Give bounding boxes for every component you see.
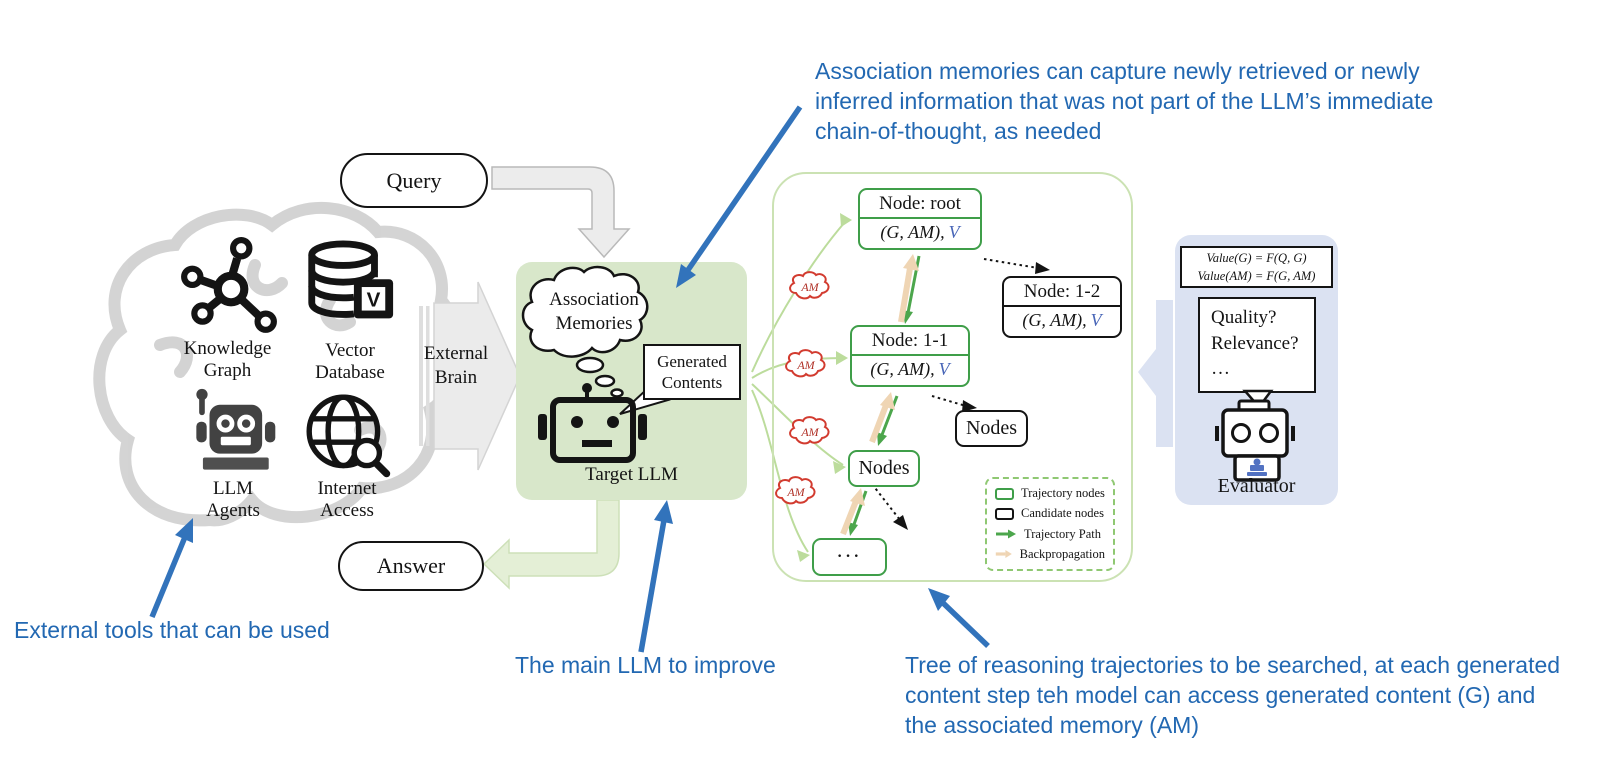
am-cloud-label: AM (786, 485, 805, 499)
reasoning-tree-container (772, 172, 1133, 582)
evaluator-robot-icon (1215, 399, 1295, 482)
evaluator-robot-art (1215, 389, 1295, 482)
external-brain-label: External Brain (423, 343, 489, 388)
am-cloud-label: AM (800, 280, 819, 294)
evaluator-panel: Value(G) = F(Q, G) Value(AM) = F(G, AM) … (1175, 235, 1338, 505)
evaluator-feedback-arrow (1138, 300, 1173, 447)
vector-database-icon: V (300, 240, 398, 338)
tree-node-candidate: Nodes (955, 410, 1028, 447)
vector-badge-letter: V (367, 289, 381, 312)
backpropagation-arrowheads (850, 254, 919, 506)
tree-node-1-1: Node: 1-1 (G, AM),V (850, 325, 970, 387)
knowledge-graph-label: Knowledge Graph (183, 338, 272, 381)
candidate-node-swatch (995, 507, 1014, 520)
tree-node-more: ··· (812, 538, 887, 576)
tree-legend: Trajectory nodes Candidate nodes Traject… (985, 477, 1115, 571)
value-formula-box: Value(G) = F(Q, G) Value(AM) = F(G, AM) (1180, 246, 1333, 288)
node-1-2-value: (G, AM),V (1022, 310, 1102, 330)
bubble-quality: Quality? (1211, 307, 1277, 328)
legend-candidate-nodes: Candidate nodes (995, 506, 1105, 521)
answer-node: Answer (338, 541, 484, 591)
legend-label: Trajectory Path (1024, 526, 1101, 541)
node-root-title: Node: root (860, 190, 980, 219)
evaluator-caption: Evaluator (1217, 475, 1296, 497)
generated-contents-label: Generated Contents (657, 351, 727, 392)
target-llm-robot-icon (538, 383, 647, 463)
am-memory-clouds: AM AM AM AM (775, 271, 830, 505)
knowledge-graph-icon (178, 236, 280, 338)
answer-label: Answer (376, 553, 446, 578)
legend-label: Candidate nodes (1021, 506, 1104, 521)
thought-cloud-icon (521, 265, 649, 358)
query-label: Query (386, 167, 442, 193)
value-formula-g: Value(G) = F(Q, G) (1206, 250, 1307, 265)
legend-trajectory-nodes: Trajectory nodes (995, 486, 1105, 501)
candidate-dotted-arrows (871, 258, 1039, 521)
bubble-pointer (1242, 389, 1274, 409)
target-llm-box: Association Memories Generated Contents … (516, 262, 747, 500)
am-cloud-label: AM (800, 425, 819, 439)
annotation-tree-of-reasoning: Tree of reasoning trajectories to be sea… (905, 652, 1561, 738)
legend-label: Backpropagation (1019, 546, 1105, 561)
vector-database-label: Vector Database (315, 340, 385, 383)
generated-contents-box: Generated Contents (643, 344, 741, 400)
am-cloud-label: AM (796, 358, 815, 372)
trajectory-node-swatch (995, 487, 1014, 500)
legend-backpropagation: Backpropagation (995, 547, 1105, 562)
external-brain-arrow (419, 281, 521, 471)
query-node: Query (340, 153, 488, 208)
query-flow-arrow (491, 166, 631, 259)
legend-label: Trajectory nodes (1021, 486, 1105, 500)
stamp-icon (1247, 458, 1267, 476)
thought-trail-bubbles (575, 356, 624, 398)
annotation-association-memories: Association memories can capture newly r… (815, 58, 1434, 144)
association-memories-label: Association Memories (549, 289, 639, 334)
backpropagation-swatch (995, 550, 1012, 559)
node-1-2-title: Node: 1-2 (1004, 278, 1120, 307)
node-1-1-value: (G, AM),V (870, 359, 950, 379)
llm-agents-robot-icon (186, 386, 280, 480)
answer-flow-arrow (482, 499, 620, 590)
legend-trajectory-path: Trajectory Path (995, 527, 1105, 542)
node-1-1-title: Node: 1-1 (852, 327, 968, 356)
llm-agents-label: LLM Agents (206, 478, 260, 521)
trajectory-path-swatch (996, 529, 1016, 539)
value-formula-am: Value(AM) = F(G, AM) (1197, 269, 1316, 283)
annotation-external-tools: External tools that can be used (14, 617, 330, 643)
internet-access-icon (302, 390, 392, 480)
tree-node-1-2: Node: 1-2 (G, AM),V (1002, 276, 1122, 338)
candidate-arrowheads (893, 262, 1050, 530)
node-root-value: (G, AM),V (880, 222, 960, 242)
bubble-ellipsis: … (1211, 358, 1230, 380)
tree-node-trajectory: Nodes (848, 450, 920, 487)
target-llm-caption: Target LLM (585, 464, 678, 485)
internet-access-label: Internet Access (317, 478, 377, 521)
bubble-relevance: Relevance? (1211, 332, 1299, 354)
tree-node-root: Node: root (G, AM),V (858, 188, 982, 250)
annotation-main-llm: The main LLM to improve (515, 652, 776, 678)
